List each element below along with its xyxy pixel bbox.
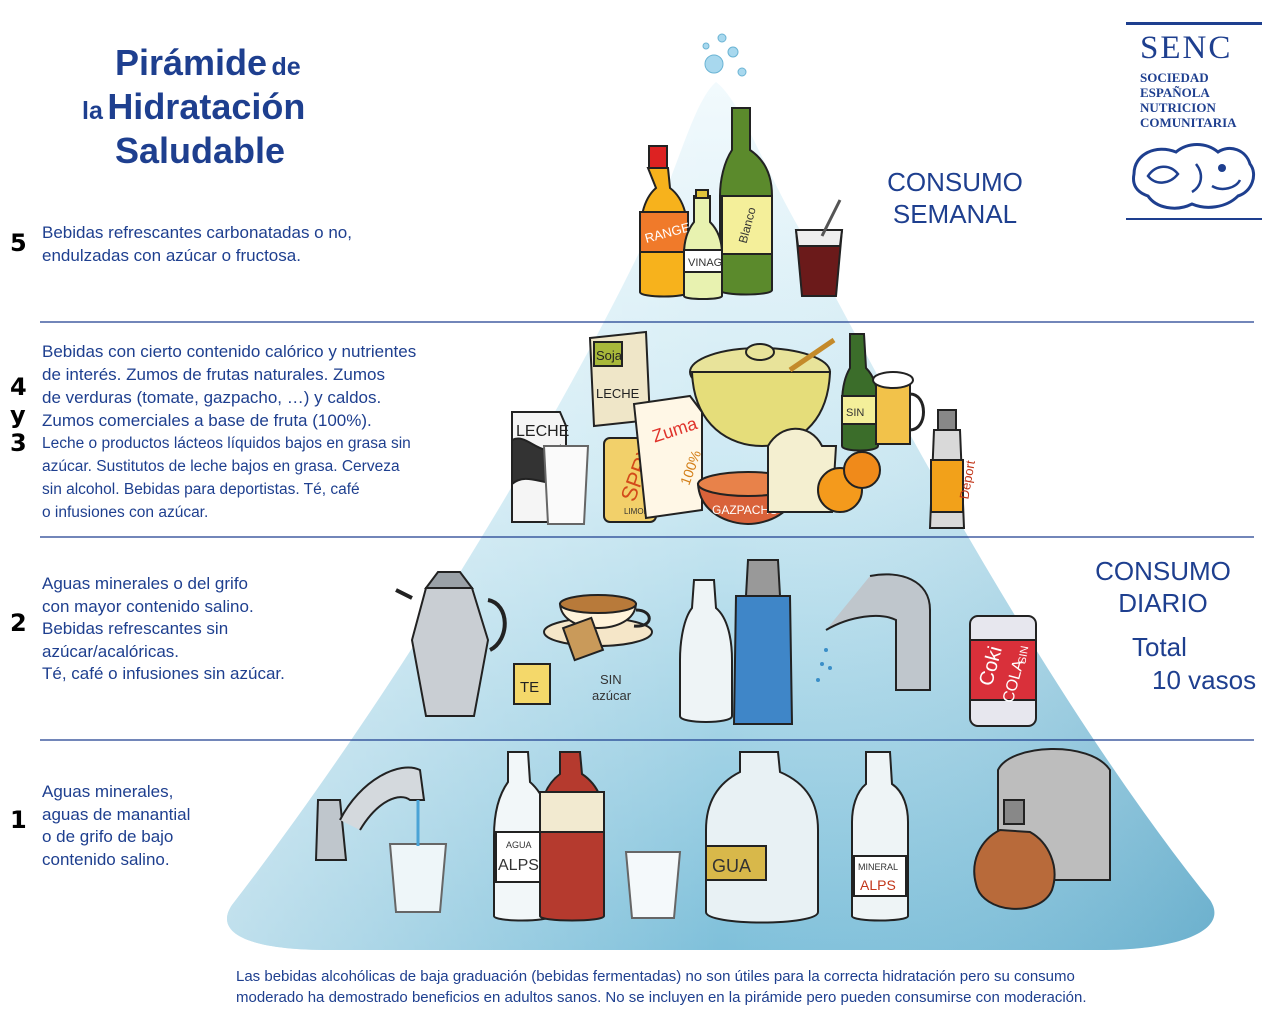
total-vasos-label: 10 vasos bbox=[1152, 664, 1256, 696]
label-vinagre: VINAG bbox=[688, 257, 722, 269]
label-mineral: MINERAL bbox=[858, 862, 898, 872]
footer-note: Las bebidas alcohólicas de baja graduaci… bbox=[236, 966, 1236, 1008]
label-leche-soja: LECHE bbox=[596, 386, 640, 401]
level-5-line: Bebidas refrescantes carbonatadas o no, bbox=[42, 222, 422, 245]
level-number-y: y bbox=[10, 401, 27, 429]
consumo-semanal-label: CONSUMO SEMANAL bbox=[870, 166, 1040, 230]
label-sin-azucar-1: SIN bbox=[600, 672, 622, 687]
level-2-text: Aguas minerales o del grifo con mayor co… bbox=[42, 573, 362, 686]
label-agua: AGUA bbox=[506, 840, 532, 850]
level-number-3: 3 bbox=[10, 429, 27, 457]
label-leche-box: LECHE bbox=[516, 423, 569, 440]
level-4-3-line: Zumos comerciales a base de fruta (100%)… bbox=[42, 409, 502, 432]
level5-drinks: RANGE Blanco VINAG bbox=[640, 108, 842, 299]
consumo-diario-line: CONSUMO bbox=[1078, 555, 1248, 587]
level-5-line: endulzadas con azúcar o fructosa. bbox=[42, 245, 422, 268]
footer-line: Las bebidas alcohólicas de baja graduaci… bbox=[236, 966, 1236, 987]
level-4-3-line: de interés. Zumos de frutas naturales. Z… bbox=[42, 363, 502, 386]
consumo-semanal-line: SEMANAL bbox=[870, 198, 1040, 230]
level-number-5: 5 bbox=[10, 229, 27, 257]
label-alps: ALPS bbox=[498, 857, 539, 874]
label-alps-2: ALPS bbox=[860, 877, 896, 893]
label-sin-azucar-2: azúcar bbox=[592, 688, 632, 703]
total-label: Total bbox=[1132, 631, 1187, 663]
label-gua: GUA bbox=[712, 856, 751, 876]
level-number-4: 4 bbox=[10, 373, 27, 401]
level-1-line: contenido salino. bbox=[42, 849, 262, 872]
level-2-line: Bebidas refrescantes sin bbox=[42, 618, 362, 641]
level-4-3-line: Leche o productos lácteos líquidos bajos… bbox=[42, 432, 502, 455]
level-2-line: Aguas minerales o del grifo bbox=[42, 573, 362, 596]
level-number-2: 2 bbox=[10, 609, 27, 637]
level-2-line: Té, café o infusiones sin azúcar. bbox=[42, 663, 362, 686]
level-number-1: 1 bbox=[10, 806, 27, 834]
level-4-3-line: Bebidas con cierto contenido calórico y … bbox=[42, 340, 502, 363]
level-1-text: Aguas minerales, aguas de manantial o de… bbox=[42, 781, 262, 871]
level-4-3-text: Bebidas con cierto contenido calórico y … bbox=[42, 340, 502, 524]
level-4-3-line: de verduras (tomate, gazpacho, …) y cald… bbox=[42, 386, 502, 409]
label-te: TE bbox=[520, 679, 539, 696]
level-4-3-line: azúcar. Sustitutos de leche bajos en gra… bbox=[42, 455, 502, 478]
level-4-3-line: sin alcohol. Bebidas para deportistas. T… bbox=[42, 478, 502, 501]
label-sin: SIN bbox=[846, 407, 864, 419]
consumo-semanal-line: CONSUMO bbox=[870, 166, 1040, 198]
level-number-4y3: 4 y 3 bbox=[10, 373, 27, 457]
level-5-text: Bebidas refrescantes carbonatadas o no, … bbox=[42, 222, 422, 267]
level-1-line: Aguas minerales, bbox=[42, 781, 262, 804]
level-2-line: con mayor contenido salino. bbox=[42, 596, 362, 619]
level-1-line: o de grifo de bajo bbox=[42, 826, 262, 849]
level-2-line: azúcar/acalóricas. bbox=[42, 641, 362, 664]
consumo-diario-line: DIARIO bbox=[1078, 587, 1248, 619]
level-4-3-line: o infusiones con azúcar. bbox=[42, 501, 502, 524]
water-drops-icon bbox=[703, 34, 746, 76]
level-1-line: aguas de manantial bbox=[42, 804, 262, 827]
consumo-diario-label: CONSUMO DIARIO bbox=[1078, 555, 1248, 619]
footer-line: moderado ha demostrado beneficios en adu… bbox=[236, 987, 1236, 1008]
label-soja: Soja bbox=[596, 348, 623, 363]
